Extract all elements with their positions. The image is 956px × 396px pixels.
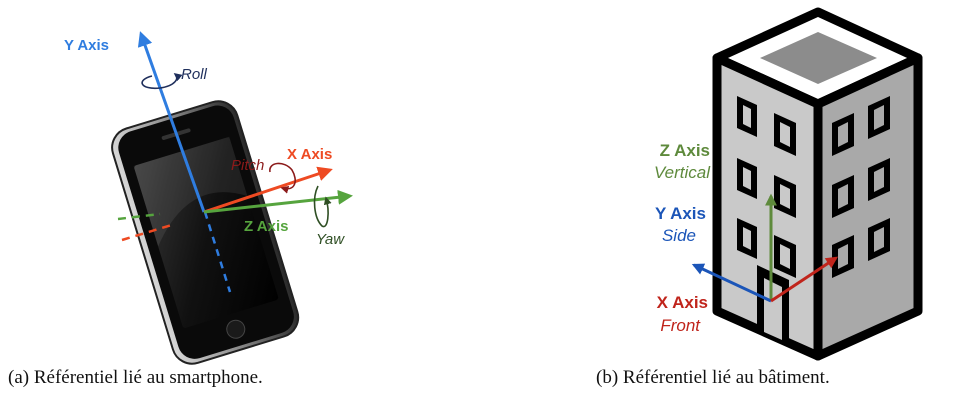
- x-axis-arrow-b: [770, 256, 839, 303]
- building-diagram: Z Axis Vertical Y Axis Side X Axis Front: [654, 7, 923, 361]
- yaw-rotation-arrow: [313, 185, 332, 228]
- y-axis-arrow-a: [137, 31, 206, 213]
- building-image: [712, 7, 923, 361]
- y-axis-arrow-b: [691, 263, 772, 303]
- y-axis-label-b: Y Axis: [655, 204, 706, 223]
- z-axis-desc-b: Vertical: [654, 163, 711, 182]
- pitch-label: Pitch: [231, 157, 264, 174]
- smartphone-image: [111, 100, 300, 365]
- roll-label: Roll: [181, 66, 208, 83]
- smartphone-diagram: Y Axis Roll Pitch X Axis Z Axis Yaw: [64, 31, 353, 365]
- z-axis-label-b: Z Axis: [660, 141, 710, 160]
- y-axis-label-a: Y Axis: [64, 37, 109, 54]
- x-axis-label-b: X Axis: [657, 293, 708, 312]
- x-axis-arrow-a: [203, 166, 333, 214]
- x-axis-dashed-line: [121, 222, 176, 242]
- y-axis-desc-b: Side: [662, 226, 696, 245]
- z-axis-label-a: Z Axis: [244, 218, 288, 235]
- y-axis-dashed-line: [203, 211, 232, 293]
- x-axis-label-a: X Axis: [287, 146, 332, 163]
- pitch-rotation-arrow: [269, 162, 296, 194]
- roll-rotation-arrow: [141, 72, 183, 90]
- x-axis-desc-b: Front: [660, 316, 701, 335]
- caption-building: (b) Référentiel lié au bâtiment.: [596, 367, 830, 388]
- z-axis-dashed-line: [117, 212, 161, 221]
- yaw-label: Yaw: [316, 231, 345, 248]
- caption-smartphone: (a) Référentiel lié au smartphone.: [8, 367, 263, 388]
